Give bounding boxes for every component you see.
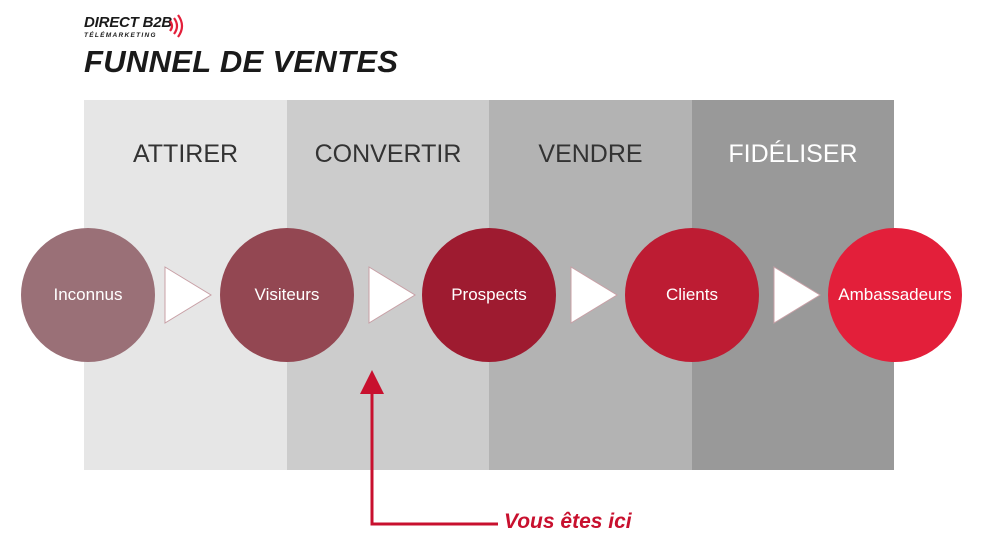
sound-waves-icon <box>169 14 184 38</box>
page-title: FUNNEL DE VENTES <box>84 44 399 79</box>
arrow-right-icon <box>164 266 212 324</box>
step-ambassadeurs: Ambassadeurs <box>828 228 962 362</box>
current-position-arrow-icon <box>360 370 498 526</box>
logo-brand: DIRECT B2B <box>84 14 173 31</box>
arrow-right-icon <box>570 266 618 324</box>
stage-label: CONVERTIR <box>314 140 462 168</box>
current-position-label: Vous êtes ici <box>504 510 632 533</box>
step-visiteurs: Visiteurs <box>220 228 354 362</box>
stage-label: VENDRE <box>538 140 643 168</box>
stage-label: FIDÉLISER <box>728 140 858 168</box>
step-clients: Clients <box>625 228 759 362</box>
arrow-right-icon <box>368 266 416 324</box>
stage-label: ATTIRER <box>132 140 239 168</box>
arrow-right-icon <box>773 266 821 324</box>
step-prospects: Prospects <box>422 228 556 362</box>
logo-subtitle: TÉLÉMARKETING <box>84 32 157 39</box>
logo: DIRECT B2B TÉLÉMARKETING <box>84 14 194 42</box>
step-inconnus: Inconnus <box>21 228 155 362</box>
